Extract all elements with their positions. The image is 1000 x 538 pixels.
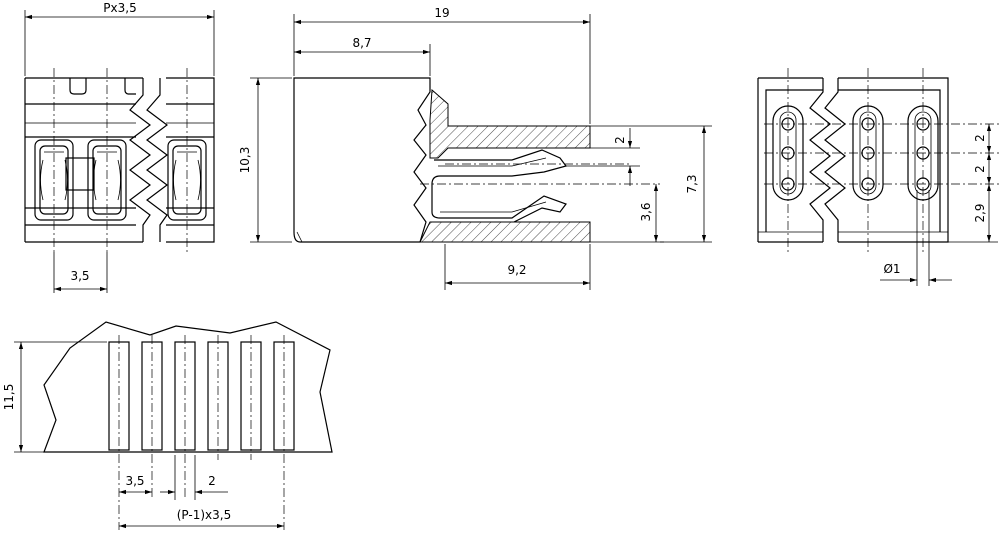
pcb-layout: 11,5 3,5 2 (P-1)x3,5 xyxy=(2,321,333,530)
side-gap-label: 2 xyxy=(613,136,627,144)
end-hole-dia-label: Ø1 xyxy=(883,262,900,276)
end-pitch-top-label: 2 xyxy=(973,134,987,142)
pcb-span-label: (P-1)x3,5 xyxy=(177,508,232,522)
front-break-line xyxy=(129,78,151,242)
pcb-outline xyxy=(43,321,333,453)
end-bottom-label: 2,9 xyxy=(973,203,987,222)
side-housing-outline xyxy=(293,77,431,243)
pcb-pad-width-label: 2 xyxy=(208,474,216,488)
end-body-outline xyxy=(758,77,949,243)
pcb-pads xyxy=(108,341,295,451)
end-break-line xyxy=(809,78,831,242)
front-pitch-label: 3,5 xyxy=(70,269,89,283)
side-view: 19 8,7 10,3 2 7,3 3,6 9,2 xyxy=(238,6,712,290)
pcb-height-label: 11,5 xyxy=(2,384,16,411)
side-contact-spring xyxy=(431,149,568,223)
front-width-label: Px3,5 xyxy=(103,1,136,15)
side-height-label: 10,3 xyxy=(238,147,252,174)
front-body-outline xyxy=(25,77,215,243)
side-socket-length-label: 9,2 xyxy=(507,263,526,277)
side-pin-offset-label: 3,6 xyxy=(639,202,653,221)
front-contact-2 xyxy=(87,139,127,221)
side-length-label: 19 xyxy=(434,6,449,20)
side-contact-height-label: 7,3 xyxy=(685,174,699,193)
end-pitch-mid-label: 2 xyxy=(973,165,987,173)
pcb-pitch-label: 3,5 xyxy=(125,474,144,488)
front-view: Px3,5 3,5 xyxy=(24,1,215,293)
side-depth-label: 8,7 xyxy=(352,36,371,50)
end-view: 2 2 2,9 Ø1 xyxy=(757,68,1000,286)
